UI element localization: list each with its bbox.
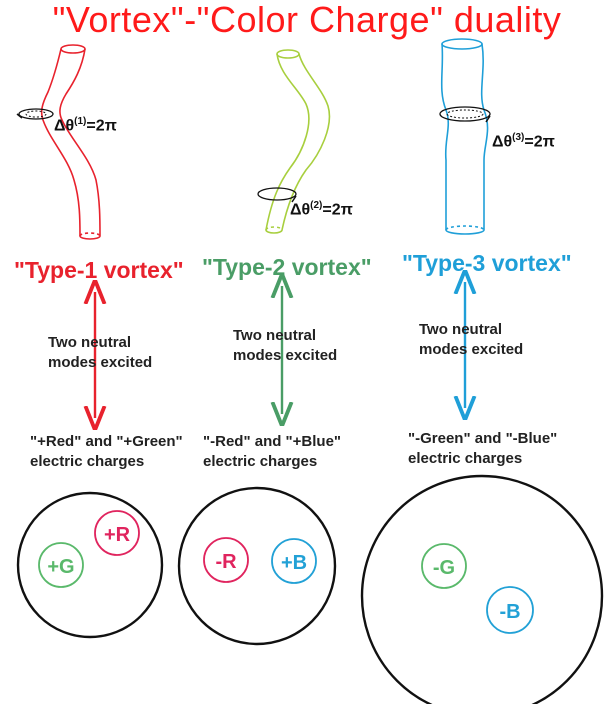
type2-charge-region: [177, 486, 337, 646]
type1-charges-line2: electric charges: [30, 453, 145, 470]
type1-charge-region: [16, 491, 164, 639]
type2-winding-value: =2π: [322, 201, 353, 219]
particle-minus-red-label: -R: [215, 551, 237, 573]
type1-winding-value: =2π: [86, 117, 117, 135]
type1-winding-index: (1): [74, 116, 87, 127]
type2-winding-prefix: Δθ: [290, 201, 311, 219]
type1-vortex-tube: [16, 44, 101, 240]
type1-winding-label: Δθ(1)=2π: [54, 116, 117, 135]
particle-plus-red: [94, 510, 140, 556]
type3-vortex-label: "Type-3 vortex": [402, 250, 572, 276]
type1-mode-note-line2: modes excited: [48, 354, 153, 371]
type1-vortex-label: "Type-1 vortex": [14, 257, 184, 283]
type3-charges-line1: "-Green" and "-Blue": [408, 430, 558, 447]
particle-plus-green: [38, 542, 84, 588]
type2-mode-note-line1: Two neutral: [233, 327, 317, 344]
type3-charges-line2: electric charges: [408, 450, 523, 467]
particle-minus-blue-label: -B: [499, 601, 520, 623]
type1-winding-prefix: Δθ: [54, 117, 75, 135]
type1-mode-note: Two neutral modes excited: [48, 333, 152, 373]
type3-charges-text: "-Green" and "-Blue" electric charges: [408, 429, 557, 469]
type3-winding-prefix: Δθ: [492, 133, 513, 151]
particle-minus-blue: [486, 586, 534, 634]
particle-plus-blue-label: +B: [281, 552, 307, 574]
type2-winding-label: Δθ(2)=2π: [290, 200, 353, 219]
particle-minus-green-label: -G: [433, 557, 455, 579]
type2-mode-note: Two neutral modes excited: [233, 326, 337, 366]
particle-minus-green: [421, 543, 467, 589]
particle-plus-blue: [271, 538, 317, 584]
particle-minus-red: [203, 537, 249, 583]
type3-mode-note-line2: modes excited: [419, 341, 524, 358]
type3-mode-note-line1: Two neutral: [419, 321, 503, 338]
diagram-title: "Vortex"-"Color Charge" duality: [52, 0, 562, 40]
type2-vortex-label: "Type-2 vortex": [202, 254, 372, 280]
type3-winding-label: Δθ(3)=2π: [492, 132, 555, 151]
type2-charges-line1: "-Red" and "+Blue": [203, 433, 342, 450]
type2-mode-note-line2: modes excited: [233, 347, 338, 364]
type3-vortex-tube: [439, 38, 491, 235]
type3-winding-value: =2π: [524, 133, 555, 151]
particle-plus-red-label: +R: [104, 524, 131, 546]
type1-mode-note-line1: Two neutral: [48, 334, 132, 351]
particle-plus-green-label: +G: [47, 556, 74, 578]
type3-winding-index: (3): [512, 132, 525, 143]
type2-charges-text: "-Red" and "+Blue" electric charges: [203, 432, 341, 472]
type3-mode-note: Two neutral modes excited: [419, 320, 523, 360]
type2-charges-line2: electric charges: [203, 453, 318, 470]
type2-winding-index: (2): [310, 200, 323, 211]
type3-charge-region: [360, 474, 604, 704]
type2-vortex-tube: [257, 49, 331, 234]
type1-charges-line1: "+Red" and "+Green": [30, 433, 183, 450]
type1-charges-text: "+Red" and "+Green" electric charges: [30, 432, 183, 472]
